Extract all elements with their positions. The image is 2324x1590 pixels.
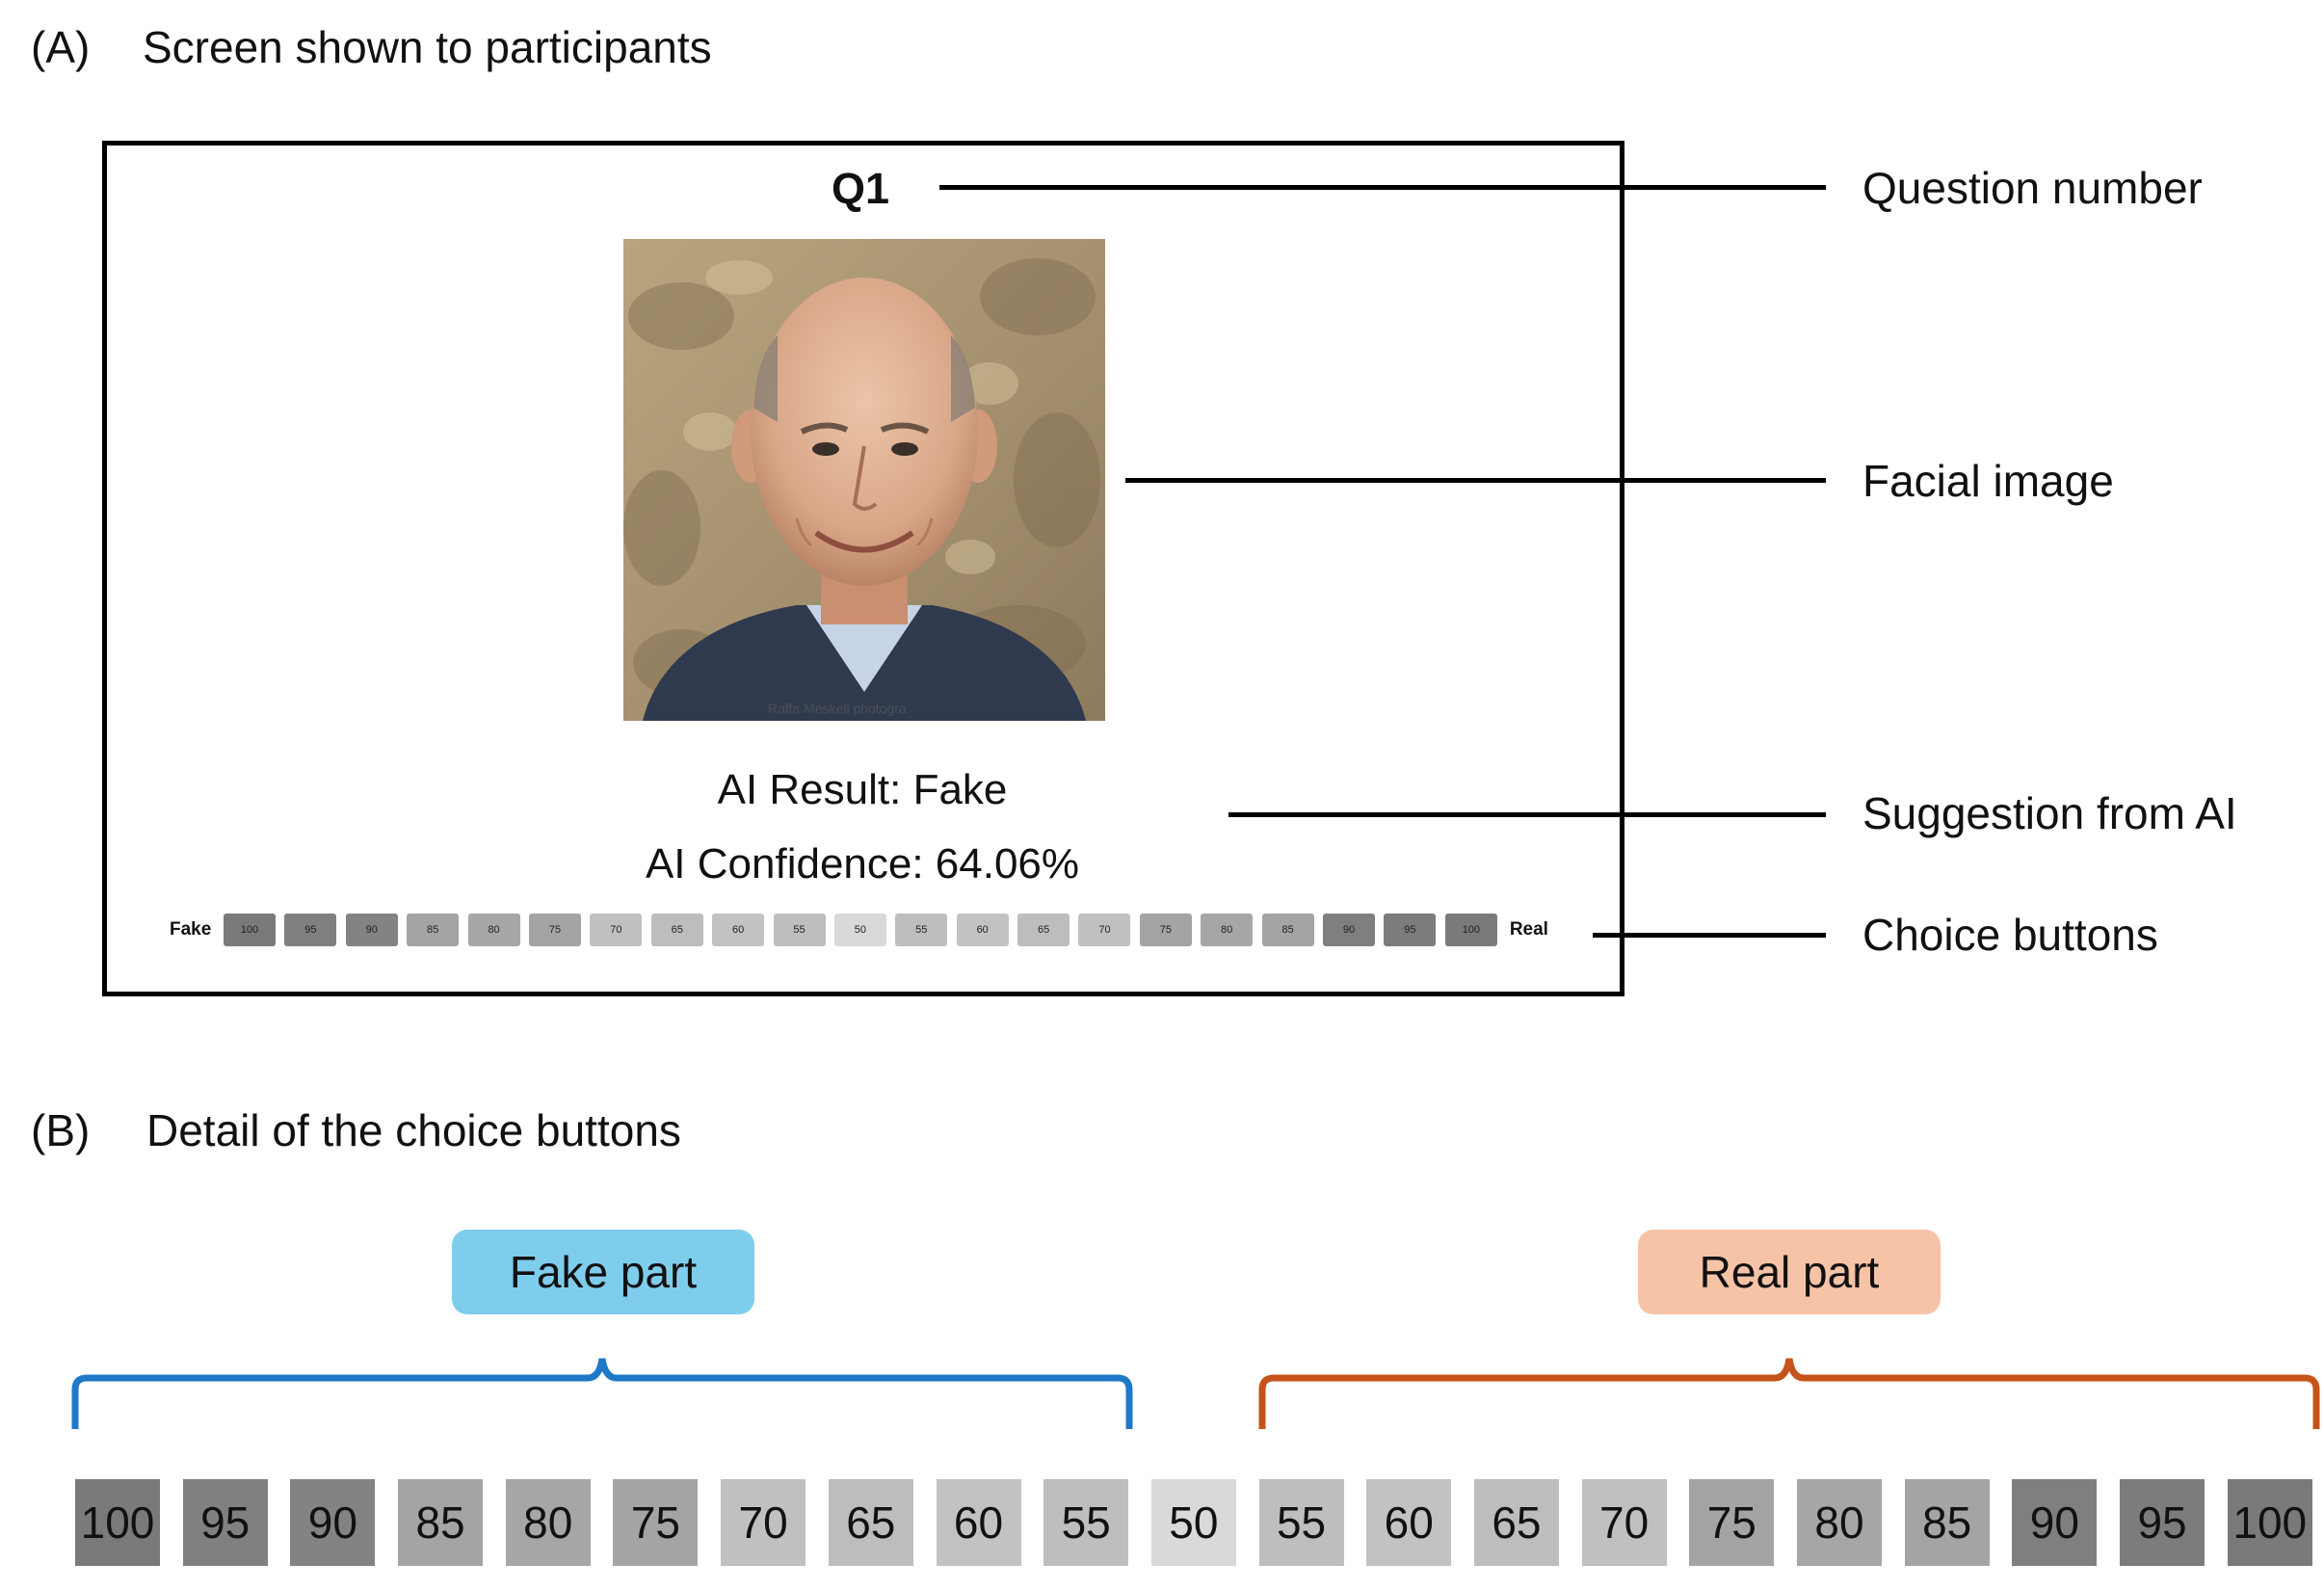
choice-button[interactable]: 100 — [75, 1479, 160, 1566]
facial-image: Raffa Meskell photogra — [623, 239, 1105, 721]
mini-choice-button[interactable]: 85 — [1261, 914, 1314, 946]
choice-button[interactable]: 80 — [1797, 1479, 1882, 1566]
choice-button[interactable]: 75 — [613, 1479, 699, 1566]
mini-choice-button[interactable]: 65 — [1017, 914, 1070, 946]
mini-choice-button[interactable]: 60 — [956, 914, 1009, 946]
choice-button[interactable]: 80 — [505, 1479, 591, 1566]
real-part-bracket — [1258, 1358, 2320, 1429]
choice-button[interactable]: 60 — [936, 1479, 1021, 1566]
choice-button[interactable]: 95 — [2120, 1479, 2205, 1566]
choice-button[interactable]: 70 — [1581, 1479, 1667, 1566]
choice-button[interactable]: 90 — [290, 1479, 376, 1566]
callout-choice-buttons: Choice buttons — [1862, 910, 2158, 960]
mini-choice-button[interactable]: 95 — [284, 914, 337, 946]
mini-choice-button[interactable]: 50 — [833, 914, 886, 946]
mini-choice-button[interactable]: 90 — [1323, 914, 1376, 946]
choice-button[interactable]: 75 — [1689, 1479, 1775, 1566]
mini-choice-button[interactable]: 55 — [895, 914, 948, 946]
photo-watermark: Raffa Meskell photogra — [768, 701, 907, 716]
section-a-letter: (A) — [31, 22, 91, 72]
question-number: Q1 — [832, 164, 890, 213]
mini-choice-button[interactable]: 90 — [345, 914, 398, 946]
ai-result: AI Result: Fake — [717, 766, 1008, 813]
mini-choice-button[interactable]: 65 — [650, 914, 703, 946]
section-a-title: Screen shown to participants — [143, 22, 712, 72]
mini-choice-button[interactable]: 75 — [1139, 914, 1192, 946]
section-b-letter: (B) — [31, 1105, 91, 1155]
choice-button[interactable]: 85 — [1904, 1479, 1990, 1566]
part-brackets — [71, 1358, 2320, 1429]
choice-button[interactable]: 70 — [721, 1479, 806, 1566]
mini-choice-button[interactable]: 60 — [712, 914, 765, 946]
real-part-label: Real part — [1638, 1230, 1941, 1314]
ai-confidence: AI Confidence: 64.06% — [645, 840, 1080, 888]
callout-facial-image: Facial image — [1862, 456, 2114, 506]
callout-suggestion: Suggestion from AI — [1862, 788, 2237, 838]
mini-choice-button[interactable]: 70 — [590, 914, 643, 946]
mini-fake-label: Fake — [170, 919, 212, 940]
mini-choice-button[interactable]: 75 — [528, 914, 581, 946]
fake-part-label: Fake part — [452, 1230, 754, 1314]
choice-button[interactable]: 95 — [182, 1479, 268, 1566]
mini-choice-button[interactable]: 80 — [467, 914, 520, 946]
mini-choice-button[interactable]: 100 — [1444, 914, 1497, 946]
leader-line-question — [939, 185, 1826, 190]
choice-button[interactable]: 90 — [2012, 1479, 2098, 1566]
section-b-title: Detail of the choice buttons — [146, 1105, 681, 1155]
callout-question-number: Question number — [1862, 163, 2203, 213]
mini-choice-button[interactable]: 95 — [1384, 914, 1437, 946]
choice-button[interactable]: 65 — [828, 1479, 913, 1566]
choice-button[interactable]: 100 — [2227, 1479, 2312, 1566]
fake-part-bracket — [71, 1358, 1133, 1429]
face-photo-illustration: Raffa Meskell photogra — [623, 239, 1105, 721]
mini-real-label: Real — [1509, 919, 1548, 940]
mini-choice-button[interactable]: 85 — [407, 914, 460, 946]
choice-button[interactable]: 65 — [1473, 1479, 1559, 1566]
leader-line-choice-buttons — [1593, 933, 1826, 938]
choice-button[interactable]: 85 — [398, 1479, 484, 1566]
leader-line-facial-image — [1125, 478, 1826, 483]
mini-choice-button[interactable]: 55 — [773, 914, 826, 946]
mini-choice-button[interactable]: 70 — [1078, 914, 1131, 946]
choice-button[interactable]: 50 — [1150, 1479, 1236, 1566]
choice-button[interactable]: 55 — [1043, 1479, 1129, 1566]
mini-choice-button[interactable]: 100 — [224, 914, 276, 946]
choice-button[interactable]: 60 — [1366, 1479, 1452, 1566]
choice-button[interactable]: 55 — [1258, 1479, 1344, 1566]
leader-line-suggestion — [1228, 812, 1826, 817]
mini-choice-button[interactable]: 80 — [1201, 914, 1254, 946]
